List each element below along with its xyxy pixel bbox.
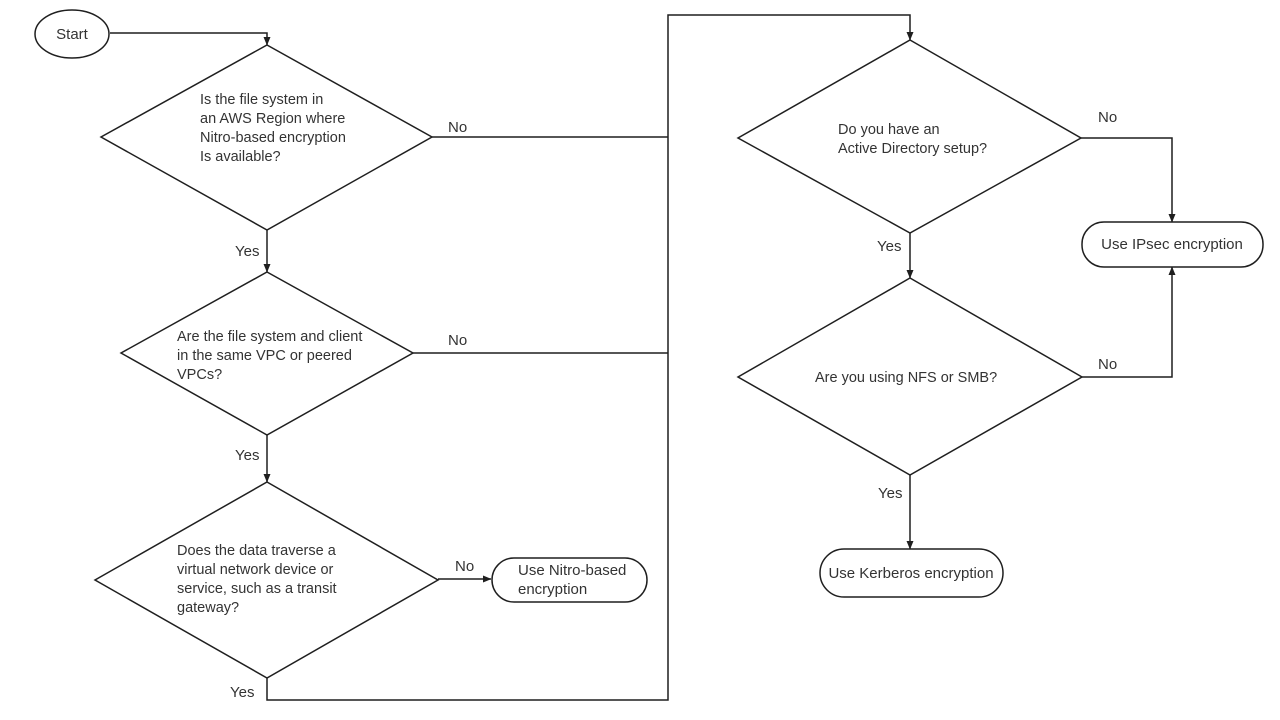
edge-label-ad-no: No — [1098, 109, 1117, 126]
decision-text-line: gateway? — [177, 600, 239, 616]
edge-label-transit-no: No — [455, 558, 474, 575]
start-node — [34, 9, 110, 59]
decision-active-directory — [736, 39, 1083, 234]
edge-label-vpc-yes: Yes — [235, 447, 259, 464]
edge-label-protocol-yes: Yes — [878, 485, 902, 502]
edge-label-protocol-no: No — [1098, 356, 1117, 373]
decision-transit-gateway — [93, 481, 440, 679]
decision-text-line: Nitro-based encryption — [200, 130, 346, 146]
result-text-line: encryption — [518, 581, 587, 598]
decision-text-line: an AWS Region where — [200, 111, 345, 127]
decision-same-vpc — [119, 271, 415, 436]
decision-nfs-or-smb — [736, 277, 1084, 476]
edge-label-ad-yes: Yes — [877, 238, 901, 255]
edge-transit-yes-trunk-to-ad — [266, 14, 914, 701]
decision-text-line: Is available? — [200, 149, 281, 165]
result-text-line: Use Nitro-based — [518, 562, 626, 579]
decision-text-line: Active Directory setup? — [838, 141, 987, 157]
result-kerberos-node — [819, 548, 1004, 598]
decision-same-vpc-text: Are the file system and client in the sa… — [177, 329, 362, 383]
decision-text-line: Are the file system and client — [177, 329, 362, 345]
decision-text-line: Is the file system in — [200, 92, 323, 108]
decision-text-line: virtual network device or — [177, 562, 334, 578]
decision-transit-gateway-text: Does the data traverse a virtual network… — [177, 543, 337, 616]
result-nitro-text: Use Nitro-based encryption — [518, 562, 626, 598]
edge-label-transit-yes: Yes — [230, 684, 254, 701]
decision-text-line: service, such as a transit — [177, 581, 337, 597]
edge-ad-no-to-ipsec — [1081, 137, 1176, 223]
decision-text-line: Do you have an — [838, 122, 940, 138]
decision-region-availability-text: Is the file system in an AWS Region wher… — [200, 92, 346, 165]
result-ipsec-label: Use IPsec encryption — [1101, 236, 1243, 253]
edge-label-region-yes: Yes — [235, 243, 259, 260]
edge-start-to-region — [110, 32, 271, 46]
decision-text-line: in the same VPC or peered — [177, 348, 352, 364]
decision-text-line: Does the data traverse a — [177, 543, 337, 559]
result-nitro-node — [491, 557, 648, 603]
edge-label-vpc-no: No — [448, 332, 467, 349]
decision-active-directory-text: Do you have an Active Directory setup? — [838, 122, 987, 157]
decision-region-availability — [99, 44, 434, 231]
edge-label-region-no: No — [448, 119, 467, 136]
decision-text-line: Are you using NFS or SMB? — [815, 370, 997, 386]
decision-text-line: VPCs? — [177, 367, 222, 383]
edge-protocol-no-to-ipsec — [1082, 266, 1176, 378]
result-kerberos-label: Use Kerberos encryption — [828, 565, 993, 582]
result-ipsec-node — [1081, 221, 1264, 268]
start-label: Start — [56, 26, 89, 43]
